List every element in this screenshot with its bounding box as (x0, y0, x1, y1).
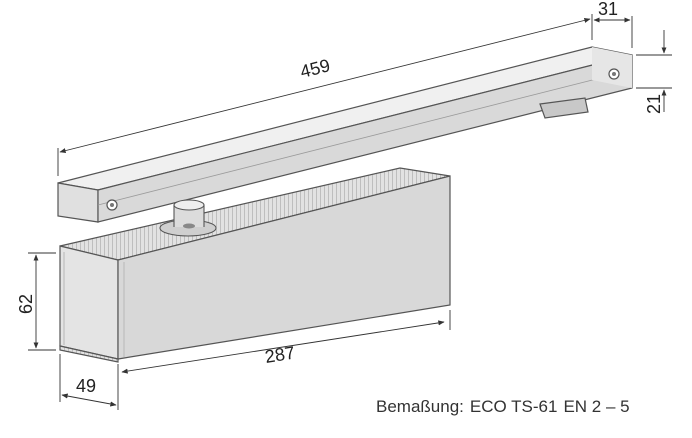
pinion-shaft (159, 199, 217, 237)
dim-body-height-label: 62 (16, 294, 36, 314)
rail-top-face (57, 46, 633, 191)
caption: Bemaßung: ECO TS-61 EN 2 – 5 (376, 397, 636, 417)
dim-body-depth-line (61, 393, 117, 407)
dim-body-length-label: 287 (263, 342, 296, 366)
body-front-end (59, 245, 119, 360)
dim-rail-depth-label: 31 (598, 0, 618, 19)
dim-body-depth-label: 49 (76, 376, 96, 396)
caption-product: ECO TS-61 (469, 397, 558, 416)
caption-prefix: Bemaßung: (376, 397, 464, 416)
dim-rail-length-label: 459 (298, 55, 332, 82)
dim-rail-height-label: 21 (644, 94, 664, 114)
shaft-top (173, 199, 205, 211)
body-side-face (117, 175, 451, 360)
dim-rail-length-line (59, 17, 591, 154)
caption-standard: EN 2 – 5 (563, 397, 630, 416)
closer-body (59, 167, 451, 363)
rail-front-end (57, 182, 99, 223)
dimension-lines (28, 14, 672, 410)
body-ribbed-bottom (59, 345, 119, 363)
dim-body-length-line (121, 320, 445, 374)
